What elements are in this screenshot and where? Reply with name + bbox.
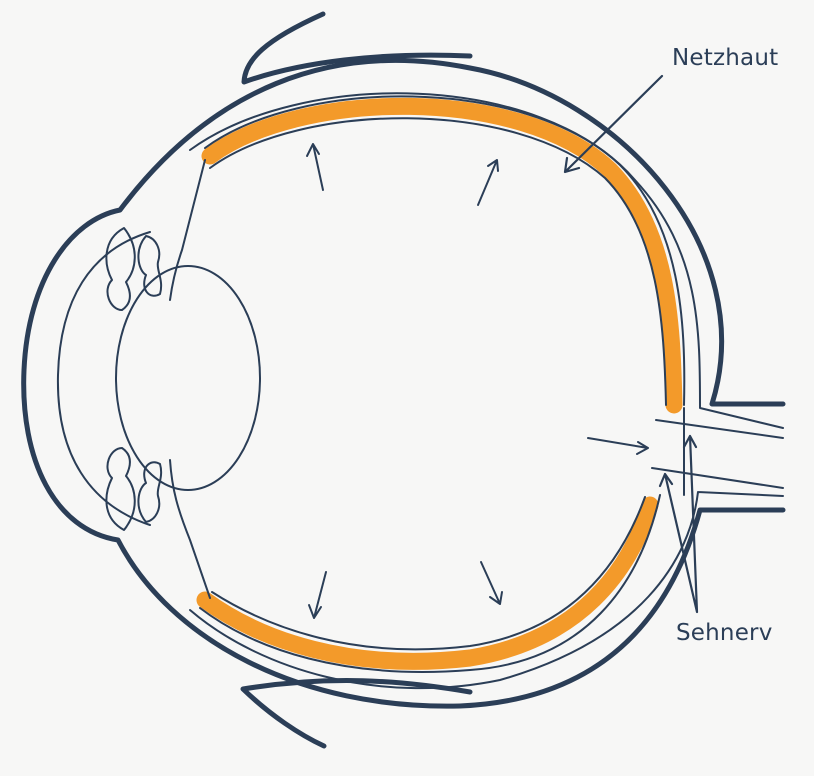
lower-eyelid bbox=[243, 681, 470, 746]
retina-edge bbox=[205, 96, 684, 405]
arrows-inside bbox=[307, 144, 648, 618]
cornea bbox=[58, 232, 150, 525]
ciliary-line-upper bbox=[170, 160, 205, 300]
optic-nerve-label: Sehnerv bbox=[676, 620, 773, 646]
iris-upper bbox=[106, 228, 161, 310]
lens bbox=[116, 266, 260, 490]
ciliary-line-lower bbox=[170, 460, 210, 598]
arrow-top-left bbox=[307, 144, 323, 190]
retina-label: Netzhaut bbox=[672, 45, 778, 71]
retina-lower-inner-edge bbox=[212, 497, 645, 649]
arrow-right bbox=[588, 438, 648, 454]
retina-lower-edge bbox=[200, 495, 660, 672]
arrow-bottom-left bbox=[309, 572, 326, 618]
retina-lower bbox=[205, 505, 650, 661]
arrow-top-right bbox=[478, 160, 498, 205]
arrow-bottom-right bbox=[481, 562, 502, 604]
upper-eyelid bbox=[244, 14, 470, 82]
